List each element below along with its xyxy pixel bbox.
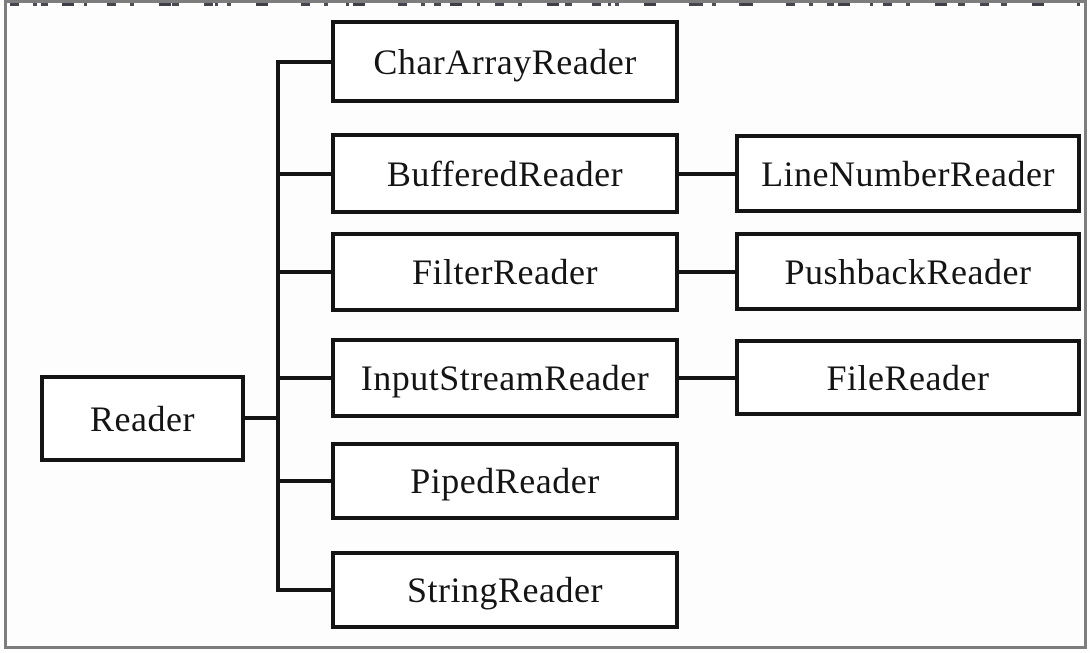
node-reader: Reader (40, 375, 245, 462)
connector-reader-to-trunk (245, 416, 280, 420)
node-bufferedreader: BufferedReader (331, 133, 679, 214)
connector-trunk-to-bufferedreader (276, 172, 331, 176)
node-filterreader: FilterReader (331, 232, 679, 312)
connector-filterreader-to-pushbackreader (679, 270, 735, 274)
node-pipedreader: PipedReader (331, 442, 679, 520)
node-pushbackreader: PushbackReader (735, 232, 1081, 311)
node-chararrayreader: CharArrayReader (331, 20, 679, 103)
node-filereader: FileReader (735, 339, 1081, 416)
connector-trunk-to-inputstreamreader (276, 376, 331, 380)
connector-inputstreamreader-to-filereader (679, 376, 735, 380)
connector-trunk-to-stringreader (276, 588, 331, 592)
connector-bufferedreader-to-linenumberreader (679, 172, 735, 176)
node-inputstreamreader: InputStreamReader (331, 338, 679, 418)
connector-trunk-to-filterreader (276, 270, 331, 274)
connector-trunk-to-chararrayreader (276, 60, 331, 64)
connector-trunk-to-pipedreader (276, 479, 331, 483)
node-linenumberreader: LineNumberReader (735, 134, 1081, 213)
connector-trunk-vertical (276, 60, 280, 592)
cropped-text-artifact (10, 0, 1080, 6)
node-stringreader: StringReader (331, 551, 679, 629)
